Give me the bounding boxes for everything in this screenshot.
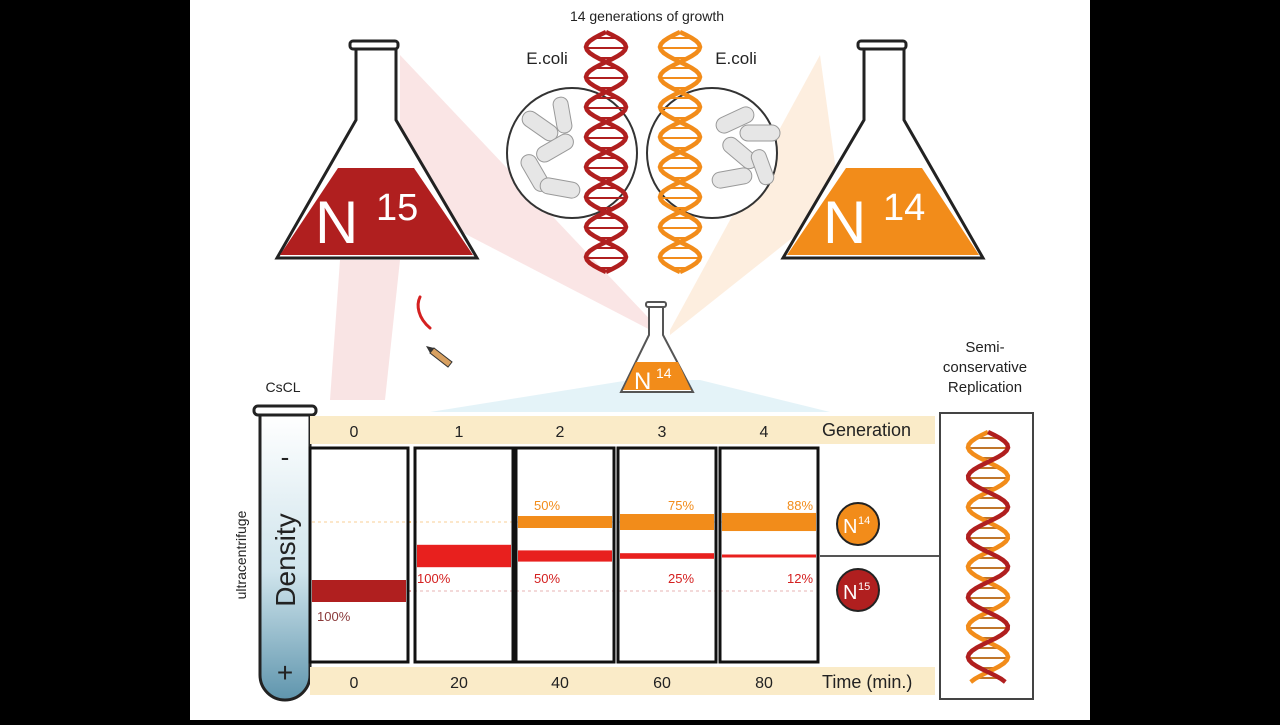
- time-value: 0: [350, 675, 359, 692]
- flask-n15: N 15: [274, 39, 480, 260]
- gel-column-2: 50% 50% 2 40: [514, 424, 616, 692]
- flask-small-mass: 14: [656, 365, 672, 381]
- band-n15: [312, 580, 406, 602]
- generation-value: 2: [556, 424, 565, 441]
- helix-semi-strand-b: [965, 429, 1011, 684]
- flask-n14-symbol: N: [823, 189, 866, 256]
- diagram-stage: 14 generations of growth N 15 N 14 E.col…: [190, 0, 1090, 720]
- density-minus: -: [281, 442, 290, 472]
- flask-n14: N 14: [780, 39, 986, 260]
- density-axis-label: Density: [270, 513, 301, 606]
- helix-n15-strand-a: [583, 29, 629, 275]
- flask-small-symbol: N: [634, 368, 651, 395]
- pct-label: 100%: [417, 571, 451, 586]
- semi-line1: Semi-: [965, 339, 1004, 356]
- generation-band: [310, 416, 935, 444]
- semi-line3: Replication: [948, 379, 1022, 396]
- generation-label: Generation: [822, 420, 911, 440]
- ultracentrifuge-label: ultracentrifuge: [233, 510, 249, 599]
- pct-label: 100%: [317, 609, 351, 624]
- dna-helix-n14: [657, 29, 703, 275]
- marker-n15: N 15: [836, 568, 880, 612]
- semi-line2: conservative: [943, 359, 1027, 376]
- pct-label-n14: 75%: [668, 498, 694, 513]
- time-band: [310, 667, 935, 695]
- dna-helix-semiconservative: [965, 429, 1011, 684]
- band-n14: [722, 512, 816, 532]
- marker-n14-symbol: N: [843, 516, 857, 538]
- marker-n15-mass: 15: [858, 581, 870, 593]
- density-plus: +: [277, 657, 293, 688]
- band-n14: [620, 514, 714, 530]
- band-n14: [518, 516, 612, 528]
- ecoli-right-label: E.coli: [715, 49, 757, 68]
- flask-n15-mass: 15: [376, 187, 418, 229]
- generation-value: 4: [760, 424, 769, 441]
- beam-small-to-table: [430, 380, 830, 412]
- generation-value: 1: [455, 424, 464, 441]
- beam-left-to-tube: [330, 260, 400, 400]
- pct-label-n14: 50%: [534, 498, 560, 513]
- top-title: 14 generations of growth: [570, 8, 724, 24]
- marker-n14-mass: 14: [858, 515, 870, 527]
- flask-n14-mass: 14: [883, 187, 925, 229]
- pct-label-n15: 25%: [668, 571, 694, 586]
- tube-label: CsCL: [265, 379, 300, 395]
- dna-helix-n15: [583, 29, 629, 275]
- flask-n15-symbol: N: [315, 189, 358, 256]
- cscl-tube: [252, 404, 318, 702]
- pen-scribble: [416, 295, 432, 330]
- gel-column-0: 100% 0 0: [308, 424, 410, 692]
- helix-n14-strand-a: [657, 29, 703, 275]
- marker-n14: N 14: [836, 502, 880, 546]
- band-hybrid: [518, 550, 612, 562]
- pct-label-n15: 12%: [787, 571, 813, 586]
- gel-columns: 100% 0 0 100% 1 20 50% 50% 2 40 75% 25% 3 60 88% 12% 4 80: [308, 424, 820, 692]
- gel-lane: [308, 446, 410, 664]
- band-hybrid: [620, 553, 714, 559]
- gel-column-4: 88% 12% 4 80: [718, 424, 820, 692]
- meselson-stahl-diagram: 14 generations of growth N 15 N 14 E.col…: [233, 8, 1034, 702]
- time-value: 40: [551, 675, 569, 692]
- ecoli-left-label: E.coli: [526, 49, 568, 68]
- marker-n15-symbol: N: [843, 582, 857, 604]
- generation-value: 0: [350, 424, 359, 441]
- time-label: Time (min.): [822, 672, 912, 692]
- time-value: 80: [755, 675, 773, 692]
- pct-label-n14: 88%: [787, 498, 813, 513]
- band-hybrid: [722, 554, 816, 558]
- band-hybrid: [417, 544, 511, 568]
- gel-column-3: 75% 25% 3 60: [616, 424, 718, 692]
- helix-semi-strand-a: [965, 429, 1011, 684]
- gel-column-1: 100% 1 20: [413, 424, 515, 692]
- time-value: 20: [450, 675, 468, 692]
- semi-conservative-box: [939, 412, 1034, 700]
- pencil-cursor-icon: [426, 346, 453, 368]
- generation-value: 3: [658, 424, 667, 441]
- flask-small-n14: N 14: [619, 301, 695, 395]
- pct-label-n15: 50%: [534, 571, 560, 586]
- time-value: 60: [653, 675, 671, 692]
